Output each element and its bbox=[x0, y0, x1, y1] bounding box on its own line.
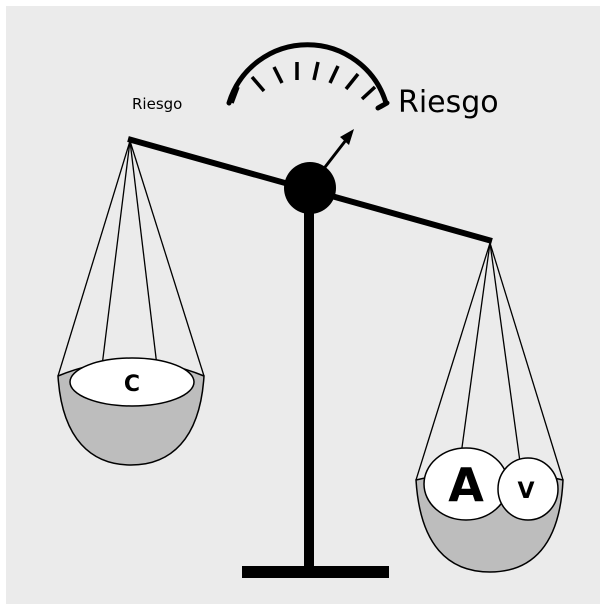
scale-base bbox=[242, 566, 389, 578]
right-pan-item-v-label: V bbox=[517, 479, 534, 504]
risk-gauge-icon bbox=[226, 42, 390, 111]
left-pan: C bbox=[57, 357, 205, 466]
scale-post bbox=[304, 188, 314, 570]
right-pan-strings bbox=[415, 242, 564, 481]
risk-label-right: Riesgo bbox=[398, 85, 499, 120]
risk-label-left: Riesgo bbox=[132, 95, 182, 113]
gauge-needle-arrow bbox=[320, 129, 354, 172]
left-pan-item-label: C bbox=[124, 372, 140, 397]
left-pan-strings bbox=[57, 140, 205, 377]
pivot-circle-icon bbox=[284, 162, 336, 214]
right-pan-item-a-label: A bbox=[448, 458, 484, 512]
right-pan-item-v bbox=[497, 457, 559, 521]
right-pan: A V bbox=[415, 447, 564, 573]
left-pan-item bbox=[69, 357, 195, 407]
